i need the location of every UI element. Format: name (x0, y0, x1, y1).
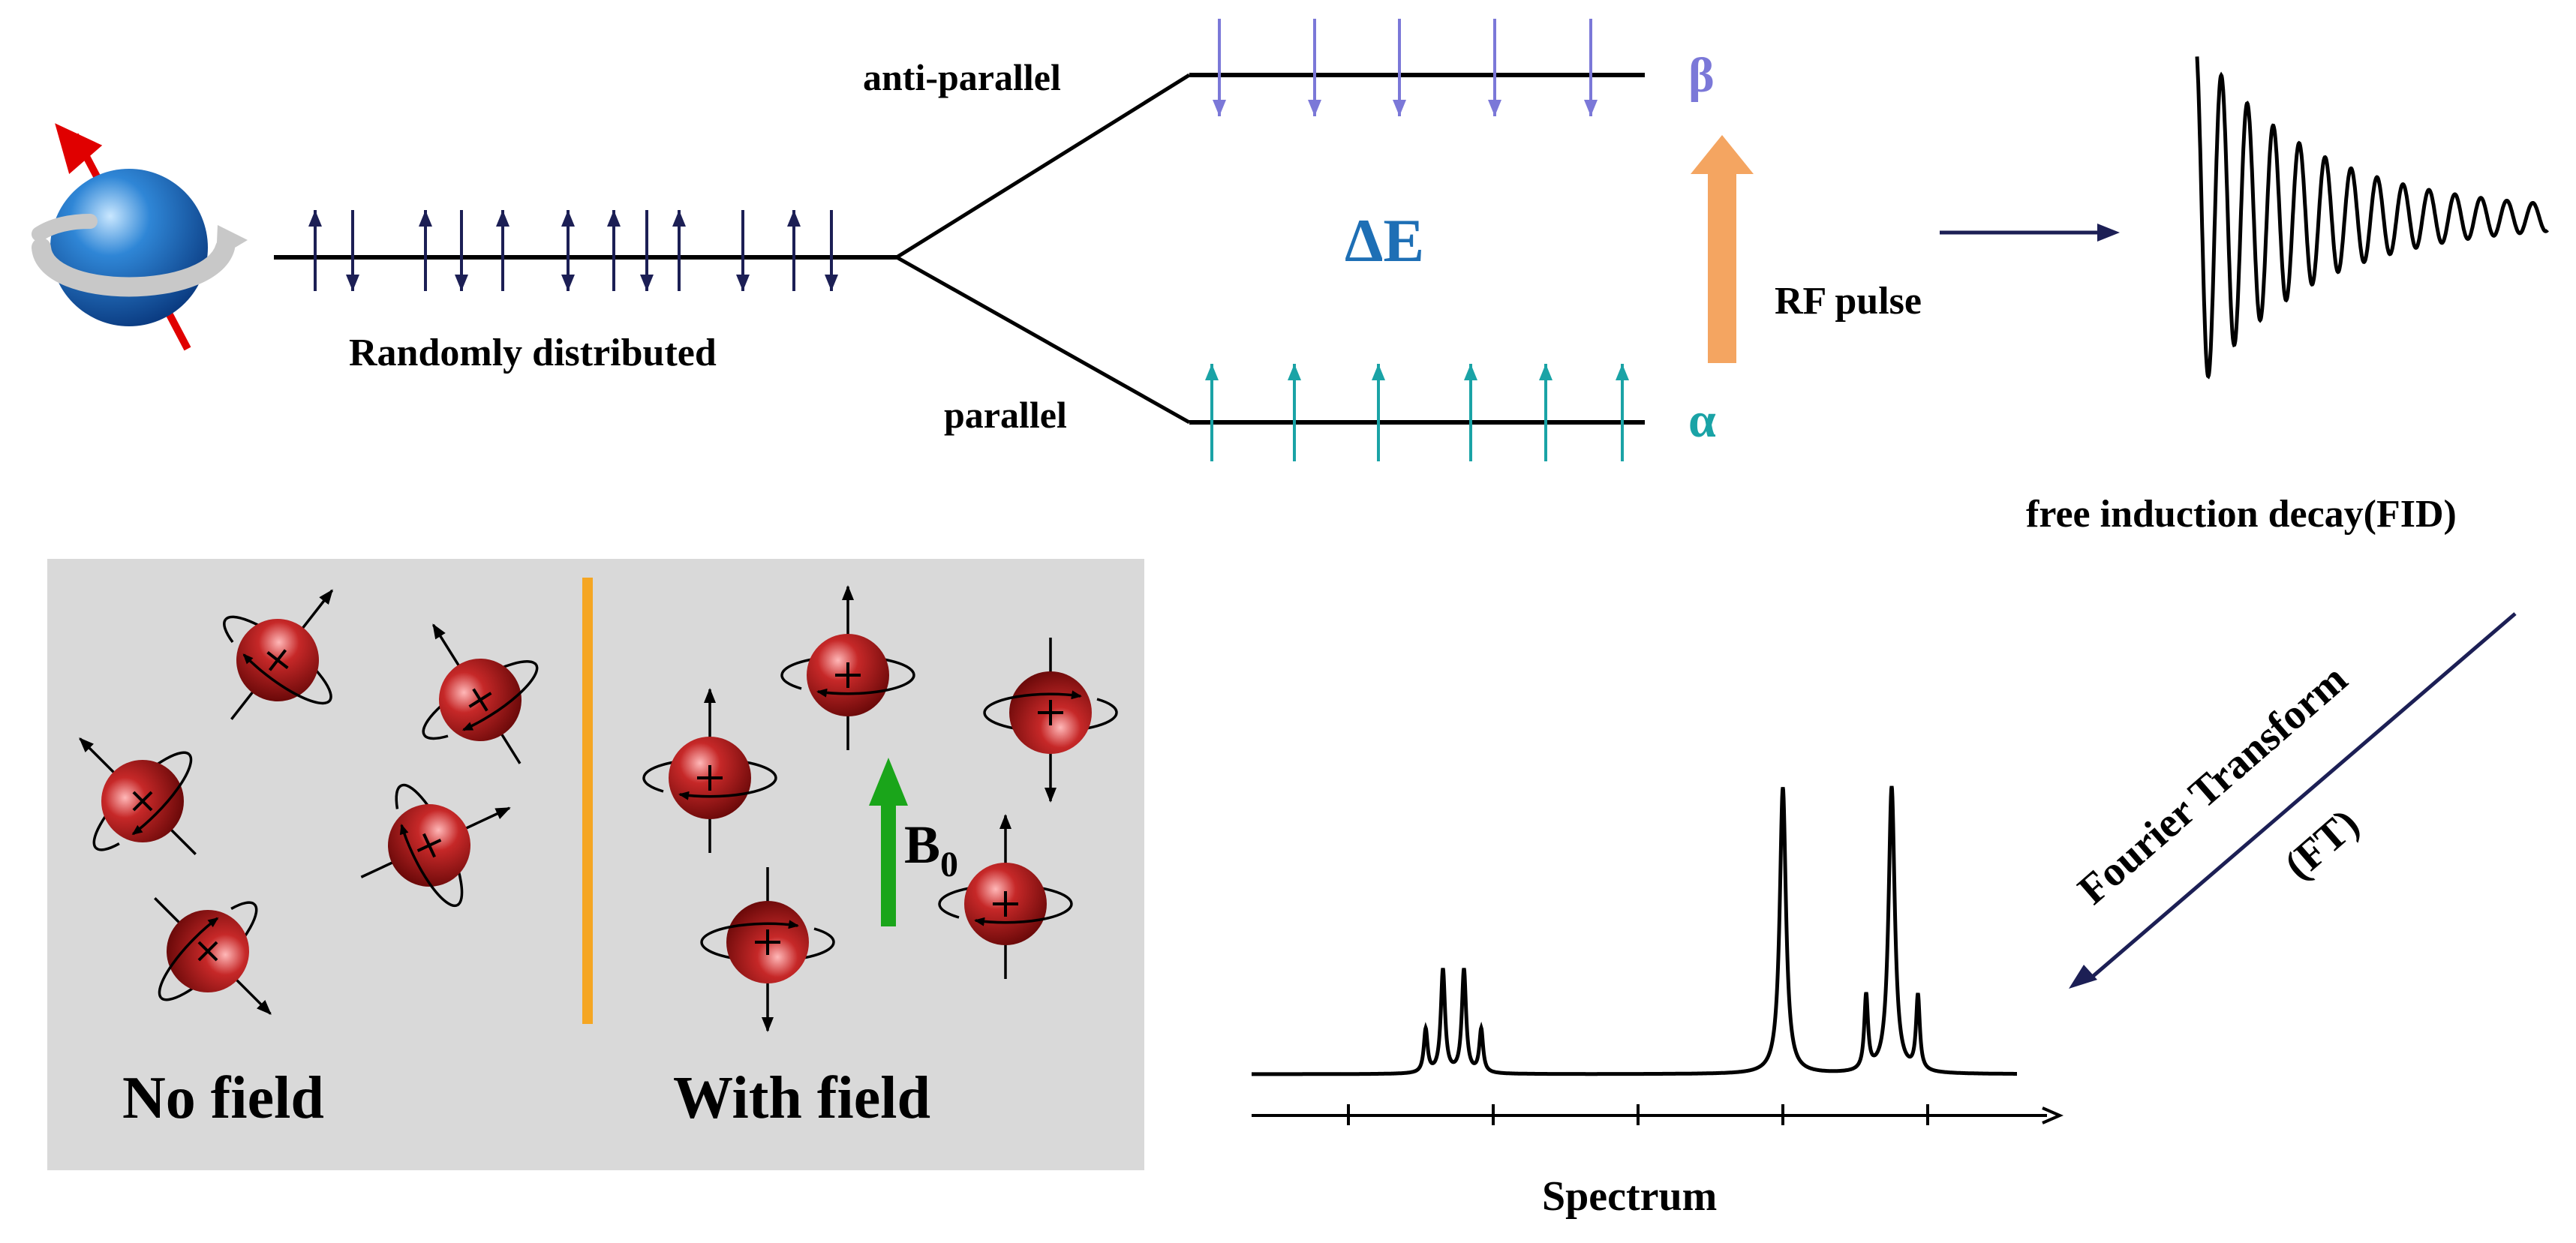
nucleus-no-field (154, 897, 272, 1015)
fid-label: free induction decay(FID) (2026, 493, 2457, 536)
to-fid-arrow (1940, 224, 2120, 242)
nucleus-no-field (360, 783, 511, 908)
nucleus-no-field (79, 737, 197, 855)
alpha-spin-arrow (1464, 364, 1477, 461)
spin-up-arrow (308, 210, 322, 291)
beta-spin-arrow (1393, 19, 1406, 116)
alpha-spin-arrows (1205, 364, 1629, 461)
rf-pulse-label: RF pulse (1775, 280, 1922, 323)
nucleus-with-field (938, 814, 1073, 979)
alpha-spin-arrow (1372, 364, 1385, 461)
fid-waveform (2195, 56, 2549, 380)
parallel-label: parallel (944, 394, 1067, 436)
beta-spin-arrow (1488, 19, 1501, 116)
nucleus-with-field (642, 688, 777, 853)
no-field-label: No field (122, 1065, 324, 1131)
nucleus-with-field (983, 638, 1118, 803)
nucleus-no-field (223, 589, 334, 720)
randomly-distributed-label: Randomly distributed (349, 332, 717, 374)
fourier-transform-arrow (2069, 612, 2517, 989)
with-field-label: With field (673, 1065, 930, 1131)
nucleus-with-field (700, 867, 835, 1032)
spin-down-arrow (455, 210, 468, 291)
nucleus-no-field (422, 623, 539, 764)
spin-up-arrow (787, 210, 801, 291)
rf-pulse-arrow (1691, 135, 1754, 363)
alpha-spin-arrow (1616, 364, 1629, 461)
spin-down-arrow (825, 210, 838, 291)
spin-down-arrow (561, 248, 575, 291)
spin-down-arrow (736, 210, 750, 291)
spin-down-arrow (640, 210, 654, 291)
anti-parallel-label: anti-parallel (863, 56, 1061, 98)
spin-up-arrow (561, 210, 575, 248)
beta-label: β (1688, 48, 1715, 103)
beta-spin-arrow (1584, 19, 1598, 116)
spin-up-arrow (672, 210, 686, 291)
field-comparison-panel (47, 559, 1144, 1170)
spinning-nucleus-icon (32, 123, 248, 351)
alpha-label: α (1688, 393, 1716, 448)
split-line-down (895, 255, 1191, 425)
beta-spin-arrow (1213, 19, 1226, 116)
alpha-spin-arrow (1539, 364, 1553, 461)
spin-up-arrow (419, 210, 432, 291)
b0-label: B0 (904, 815, 958, 884)
spectrum-axis (1252, 1104, 2064, 1125)
alpha-spin-arrow (1288, 364, 1301, 461)
b0-field-arrow (869, 758, 908, 926)
beta-spin-arrow (1308, 19, 1321, 116)
nucleus-with-field (780, 585, 915, 750)
spectrum-label: Spectrum (1542, 1173, 1717, 1220)
split-line-up (895, 73, 1191, 260)
ft-label: (FT) (2276, 800, 2368, 889)
spin-up-arrow (496, 210, 509, 291)
alpha-spin-arrow (1205, 364, 1219, 461)
spin-down-arrow (346, 210, 359, 291)
delta-e-label: ΔE (1345, 206, 1424, 275)
nmr-spectrum-trace (1252, 785, 2017, 1076)
beta-spin-arrows (1213, 19, 1598, 116)
random-spin-arrows (308, 210, 838, 291)
spin-up-arrow (607, 210, 621, 291)
nuclei-group (79, 585, 1118, 1032)
